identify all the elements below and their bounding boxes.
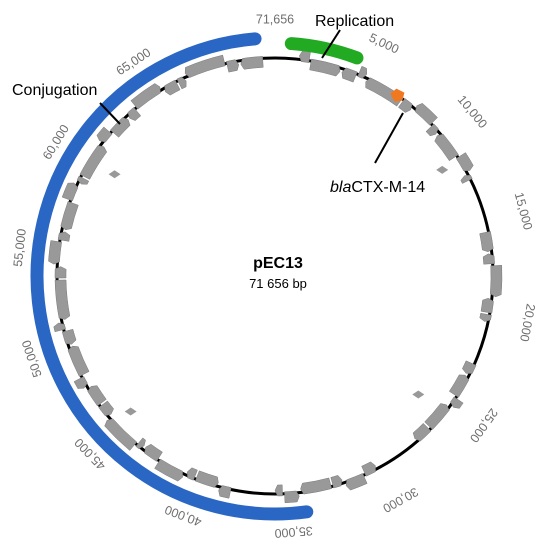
gene-arrow	[127, 107, 142, 121]
gene-arrow	[274, 484, 283, 497]
gene-arrow	[341, 67, 358, 83]
tick-label: 55,000	[11, 228, 29, 268]
gene-arrow	[54, 266, 67, 279]
gene-arrow	[345, 473, 368, 491]
gene-arrow	[98, 400, 114, 417]
gene-arrow	[154, 458, 183, 482]
gene-arrow	[412, 390, 425, 399]
gene-arrow	[87, 385, 107, 407]
gene-arrow	[424, 403, 450, 430]
gene-arrow	[434, 133, 459, 162]
replication-region-arc	[284, 37, 364, 65]
gene-arrow	[226, 59, 240, 73]
gene-arrow	[357, 65, 368, 79]
gene-arrow	[455, 152, 474, 172]
gene-arrow	[135, 437, 146, 450]
gene-arrow	[330, 475, 343, 489]
gene-arrow	[57, 231, 71, 242]
bla-ctx-m-14-marker	[390, 88, 405, 102]
gene-arrow	[96, 126, 113, 143]
replication-leader	[321, 29, 341, 59]
conjugation-region-arc	[30, 32, 314, 521]
gene-arrow	[398, 98, 413, 113]
gene-arrow	[144, 443, 163, 462]
tick-label: 30,000	[380, 484, 420, 515]
tick-label: 5,000	[367, 31, 401, 57]
region-arcs	[30, 32, 364, 521]
gene-arrow	[450, 396, 464, 409]
bla-italic-part: bla	[330, 179, 351, 196]
gene-arrow	[164, 79, 181, 96]
tick-label: 35,000	[274, 524, 313, 541]
gene-arrow	[176, 76, 187, 90]
replication-label: Replication	[315, 13, 394, 30]
gene-arrow	[482, 253, 495, 265]
gene-arrow	[462, 360, 477, 374]
gene-arrow	[218, 485, 232, 499]
conjugation-leader	[99, 102, 121, 125]
tick-label: 25,000	[467, 406, 501, 445]
gene-arrow	[67, 345, 90, 377]
gene-arrow	[448, 374, 470, 398]
gene-arrow	[77, 175, 90, 185]
bla-leader	[374, 112, 404, 164]
gene-arrow	[299, 50, 311, 63]
gene-arrow	[60, 201, 79, 231]
gene-arrow	[194, 470, 219, 488]
gene-arrow	[61, 182, 79, 202]
gene-arrow	[490, 265, 503, 298]
gene-arrow	[361, 461, 376, 477]
gene-arrow	[110, 117, 131, 138]
gene-arrow	[414, 103, 438, 126]
tick-label: 15,000	[512, 191, 535, 232]
gene-arrow	[425, 123, 439, 137]
gene-arrow	[480, 297, 494, 314]
gene-arrow	[54, 279, 71, 320]
tick-label: 20,000	[517, 303, 538, 343]
gene-arrow	[240, 56, 264, 70]
gene-arrow	[460, 175, 473, 184]
gene-arrow	[184, 54, 226, 78]
gene-arrow	[104, 418, 138, 451]
plasmid-size: 71 656 bp	[249, 276, 307, 291]
bla-rest-part: CTX-M-14	[351, 179, 425, 196]
gene-arrow	[61, 328, 77, 345]
plasmid-name: pEC13	[253, 255, 303, 272]
gene-arrow	[479, 231, 494, 253]
gene-arrow	[124, 407, 137, 416]
gene-arrow	[73, 376, 88, 389]
tick-label: 71,656	[256, 12, 294, 26]
gene-arrow	[53, 322, 66, 333]
gene-arrow	[187, 467, 198, 481]
gene-track	[48, 50, 503, 504]
gene-arrow	[130, 83, 161, 110]
tick-label: 10,000	[455, 93, 490, 131]
gene-arrow	[300, 477, 333, 495]
gene-arrow	[79, 145, 108, 180]
gene-arrow	[436, 165, 449, 174]
bla-ctx-m-14-label: blaCTX-M-14	[330, 179, 425, 196]
conjugation-label: Conjugation	[12, 82, 97, 99]
gene-arrow	[48, 240, 62, 265]
gene-arrow	[284, 490, 300, 504]
gene-arrow	[309, 58, 341, 77]
gene-arrow	[479, 312, 492, 322]
gene-arrow	[108, 170, 121, 179]
gene-arrow	[412, 422, 432, 442]
